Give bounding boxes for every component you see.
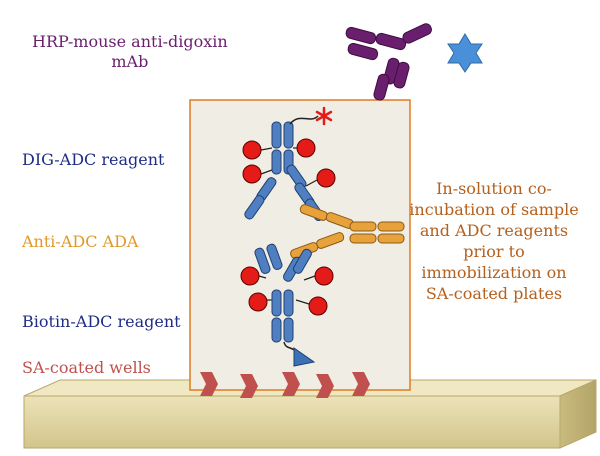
note-line: and ADC reagents [419, 221, 569, 240]
streptavidin-arrows [200, 372, 370, 398]
sa-wells-label: SA-coated wells [22, 358, 151, 377]
sa-coated-plate [23, 379, 597, 449]
payload-linkers [258, 147, 318, 305]
biotin-adc-antibody [254, 243, 312, 343]
hrp-antibody [345, 23, 432, 101]
hrp-antibody-label: HRP-mouse anti-digoxin mAb [32, 32, 228, 72]
anti-adc-ada-label: Anti-ADC ADA [22, 232, 139, 251]
biotin-adc-label: Biotin-ADC reagent [22, 312, 181, 331]
hrp-label-line-2: mAb [111, 52, 149, 71]
dig-adc-label: DIG-ADC reagent [22, 150, 165, 169]
note-line: SA-coated plates [425, 284, 563, 303]
note-line: immobilization on [421, 263, 567, 282]
dig-linker [289, 115, 319, 125]
hrp-star-icon [447, 33, 483, 73]
note-line: In-solution co- [436, 179, 552, 198]
drug-payload-icon [240, 138, 336, 316]
incubation-note: In-solution co- incubation of sample and… [404, 178, 584, 304]
digoxin-asterisk-icon [315, 106, 333, 126]
hrp-label-line-1: HRP-mouse anti-digoxin [32, 32, 228, 51]
note-line: prior to [463, 242, 525, 261]
biotin-triangle-icon [293, 347, 316, 367]
note-line: incubation of sample [409, 200, 579, 219]
